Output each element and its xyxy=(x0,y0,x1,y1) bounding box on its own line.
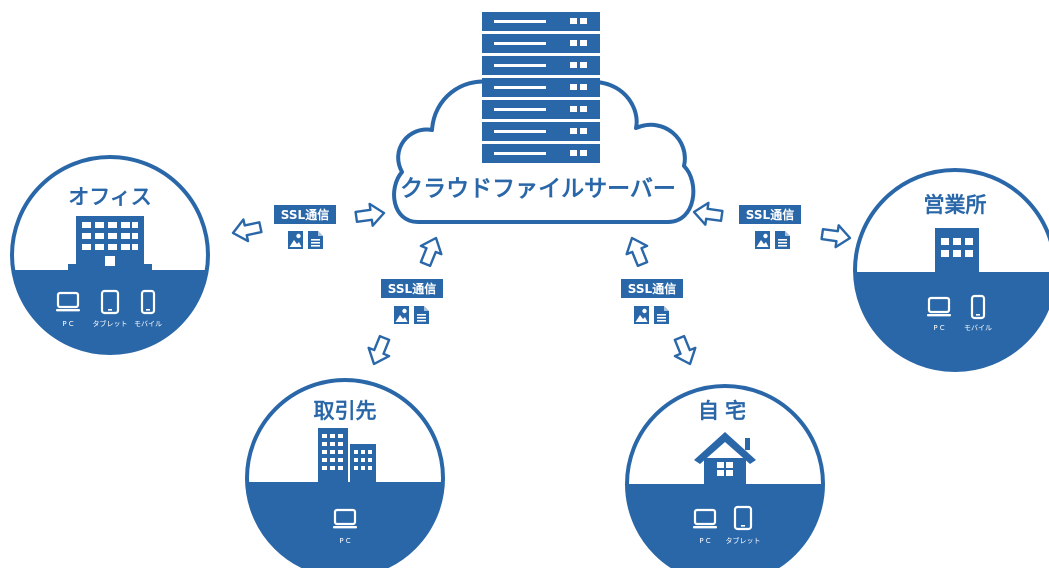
server-unit xyxy=(482,78,600,97)
image-file-icon xyxy=(288,231,303,249)
device-mobile: モバイル xyxy=(964,294,992,332)
location-home: 自宅 P C タブレット xyxy=(625,384,825,568)
ssl-badge-label: SSL通信 xyxy=(281,207,329,222)
device-label: P C xyxy=(933,324,944,332)
arrow-to-home xyxy=(668,332,702,370)
document-file-icon xyxy=(414,306,429,324)
link-partner: SSL通信 xyxy=(362,232,448,370)
location-title: 営業所 xyxy=(924,193,987,217)
cloud-server: クラウドファイルサーバー xyxy=(392,12,696,224)
location-office: オフィス P C タブレット モバイル xyxy=(10,155,210,355)
arrow-to-office xyxy=(229,215,264,245)
arrow-to-server xyxy=(691,199,725,228)
location-partner: 取引先 P C xyxy=(245,378,445,568)
arrow-to-partner xyxy=(362,332,396,370)
ssl-badge xyxy=(274,205,336,224)
device-label: タブレット xyxy=(93,319,128,328)
server-rack-icon xyxy=(482,12,600,163)
arrow-to-server xyxy=(620,232,654,270)
document-file-icon xyxy=(308,231,323,249)
server-unit xyxy=(482,56,600,75)
server-label: クラウドファイルサーバー xyxy=(400,176,676,202)
device-tablet: タブレット xyxy=(726,505,761,545)
link-home: SSL通信 xyxy=(620,232,702,370)
server-unit xyxy=(482,144,600,163)
office-building-icon xyxy=(68,216,152,270)
ground-band xyxy=(627,484,823,568)
device-pc: P C xyxy=(54,291,82,328)
document-file-icon xyxy=(775,231,790,249)
device-label: P C xyxy=(339,537,350,545)
house-icon xyxy=(694,432,756,484)
server-unit xyxy=(482,122,600,141)
device-label: タブレット xyxy=(726,536,761,545)
document-file-icon xyxy=(654,306,669,324)
branch-building-icon xyxy=(927,228,987,277)
device-pc: P C xyxy=(331,508,359,545)
ssl-badge-label: SSL通信 xyxy=(628,281,676,296)
device-tablet: タブレット xyxy=(93,289,128,328)
image-file-icon xyxy=(394,306,409,324)
location-title: オフィス xyxy=(68,185,152,209)
ssl-badge-label: SSL通信 xyxy=(746,207,794,222)
ssl-badge xyxy=(621,279,683,298)
link-sales-office: SSL通信 xyxy=(691,199,853,251)
device-label: P C xyxy=(62,320,73,328)
highrise-buildings-icon xyxy=(318,428,376,482)
location-title: 取引先 xyxy=(314,399,377,423)
ssl-badge-label: SSL通信 xyxy=(388,281,436,296)
location-sales-office: 営業所 P C モバイル xyxy=(853,168,1049,372)
server-unit xyxy=(482,12,600,31)
arrow-to-sales-office xyxy=(819,222,853,251)
device-label: P C xyxy=(699,537,710,545)
arrow-to-server xyxy=(353,200,387,229)
server-unit xyxy=(482,100,600,119)
image-file-icon xyxy=(755,231,770,249)
arrow-to-server xyxy=(414,232,448,270)
ssl-badge xyxy=(381,279,443,298)
link-office: SSL通信 xyxy=(229,200,387,249)
ssl-badge xyxy=(739,205,801,224)
device-label: モバイル xyxy=(134,320,162,328)
device-mobile: モバイル xyxy=(134,289,162,328)
device-label: モバイル xyxy=(964,324,992,332)
server-unit xyxy=(482,34,600,53)
device-pc: P C xyxy=(925,296,953,332)
location-title: 自宅 xyxy=(698,399,752,423)
ground-band xyxy=(855,272,1049,370)
image-file-icon xyxy=(634,306,649,324)
device-pc: P C xyxy=(691,508,719,545)
